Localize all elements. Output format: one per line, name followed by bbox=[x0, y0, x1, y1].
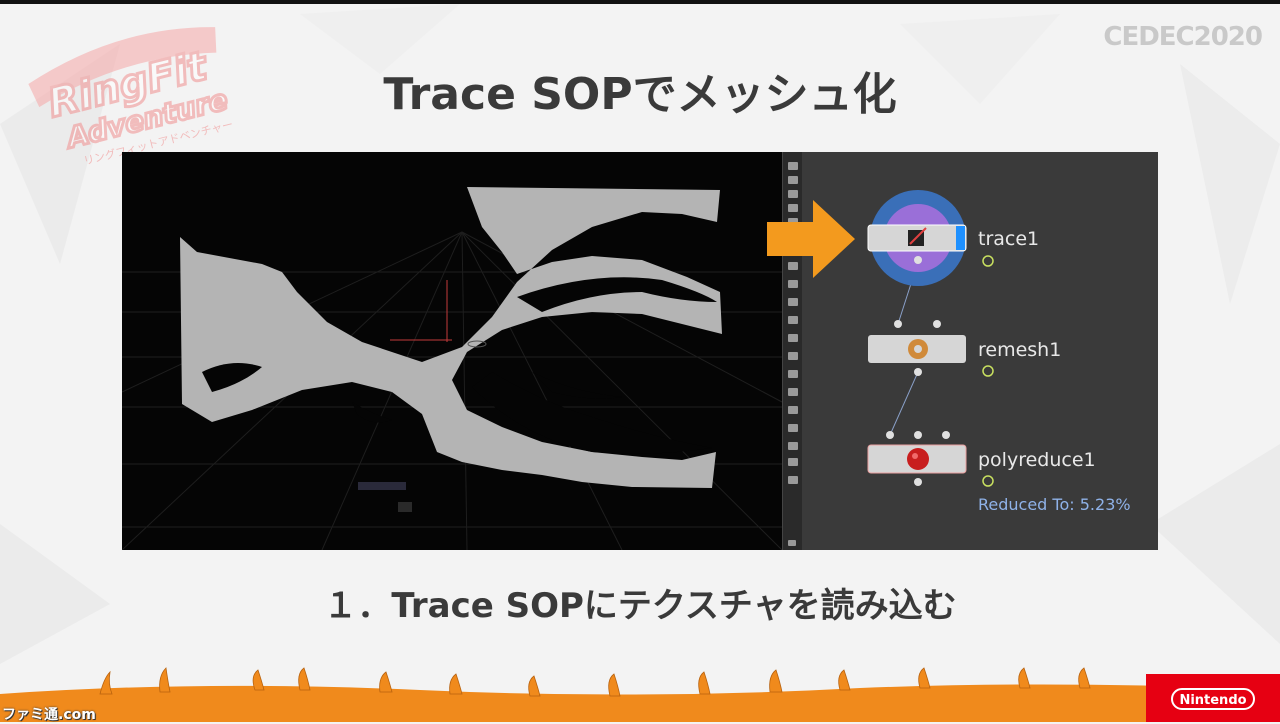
toolbar-icon[interactable] bbox=[788, 262, 798, 270]
toolbar-icon[interactable] bbox=[788, 388, 798, 396]
toolbar-icon[interactable] bbox=[788, 162, 798, 170]
toolbar-icon[interactable] bbox=[788, 176, 798, 184]
polyreduce-status: Reduced To: 5.23% bbox=[978, 495, 1131, 514]
node-network-panel[interactable]: trace1 remesh1 polyreduce1 Reduced To: 5… bbox=[802, 152, 1158, 550]
houdini-screenshot: trace1 remesh1 polyreduce1 Reduced To: 5… bbox=[122, 152, 1158, 550]
toolbar-icon[interactable] bbox=[788, 190, 798, 198]
toolbar-icon[interactable] bbox=[788, 458, 798, 466]
toolbar-icon[interactable] bbox=[788, 476, 798, 484]
orange-arrow-icon bbox=[767, 200, 855, 278]
top-border bbox=[0, 0, 1280, 4]
famitsu-watermark: ファミ通.com bbox=[2, 707, 96, 723]
nintendo-brand: Nintendo bbox=[1171, 688, 1255, 710]
toolbar-icon[interactable] bbox=[788, 352, 798, 360]
toolbar-icon[interactable] bbox=[788, 370, 798, 378]
node-status-icon bbox=[982, 365, 994, 377]
toolbar-icon[interactable] bbox=[788, 204, 798, 212]
toolbar-icon[interactable] bbox=[788, 316, 798, 324]
toolbar-icon[interactable] bbox=[788, 298, 798, 306]
node-status-icon bbox=[982, 475, 994, 487]
toolbar-icon[interactable] bbox=[788, 280, 798, 288]
sphere-reduce-icon bbox=[907, 448, 929, 470]
toolbar-icon[interactable] bbox=[788, 334, 798, 342]
toolbar-icon[interactable] bbox=[788, 442, 798, 450]
scene-viewport[interactable] bbox=[122, 152, 783, 550]
node-graph bbox=[867, 190, 994, 487]
cedec-logo: CEDEC2020 bbox=[1103, 22, 1263, 52]
toolbar-icon[interactable] bbox=[788, 424, 798, 432]
node-label-remesh1[interactable]: remesh1 bbox=[978, 339, 1062, 361]
toolbar-icon[interactable] bbox=[788, 406, 798, 414]
info-icon[interactable] bbox=[788, 540, 796, 546]
nintendo-logo: Nintendo bbox=[1146, 674, 1280, 722]
node-label-polyreduce1[interactable]: polyreduce1 bbox=[978, 449, 1096, 471]
slide-subtitle: １．Trace SOPにテクスチャを読み込む bbox=[323, 586, 957, 626]
background-pattern bbox=[0, 4, 1280, 664]
node-status-icon bbox=[982, 255, 994, 267]
viewport-render bbox=[122, 187, 783, 550]
ground-decoration bbox=[0, 667, 1280, 722]
node-label-trace1[interactable]: trace1 bbox=[978, 228, 1040, 250]
slide-title: Trace SOPでメッシュ化 bbox=[383, 69, 897, 120]
